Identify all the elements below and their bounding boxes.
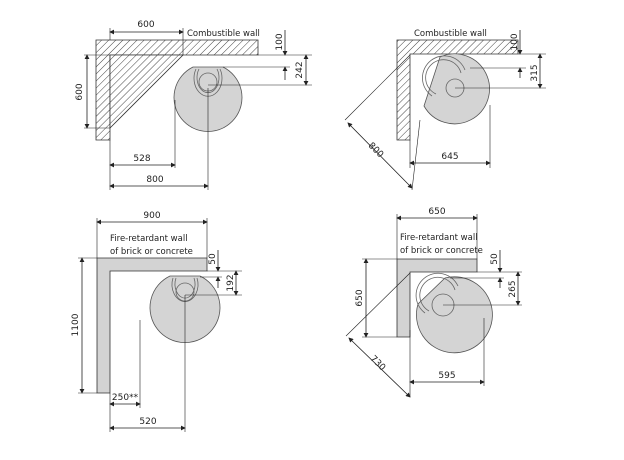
dim-wall-gap: 100 [275,33,285,50]
panel-combustible-wall-corner: Combustible wall 800 645 100 315 [344,29,546,191]
wall-label-line2: of brick or concrete [110,247,193,257]
dim-top: 900 [143,211,160,221]
panel-combustible-wall-straight: 600 Combustible wall 600 100 242 528 800 [75,20,312,190]
dim-bottom-inner: 250** [112,393,139,403]
panel-fire-retardant-wall-corner: 650 Fire-retardant wall of brick or conc… [345,207,522,398]
dim-top: 650 [428,207,445,217]
dim-center-offset: 242 [295,61,305,78]
wall-label-line1: Fire-retardant wall [400,233,478,243]
dim-left: 650 [355,289,365,306]
wall-label: Combustible wall [414,29,487,39]
dim-top: 600 [137,20,154,30]
stove [415,272,493,354]
dim-bottom: 595 [438,371,455,381]
dim-bottom: 645 [441,152,458,162]
dim-wall-gap: 50 [490,253,500,265]
dim-center-offset: 315 [530,64,540,81]
wall-label-line2: of brick or concrete [400,246,483,256]
dim-wall-gap: 100 [510,33,520,50]
protected-triangle-zone [109,54,184,129]
stove [422,53,490,125]
dim-bottom-inner: 528 [133,154,150,164]
dim-left: 600 [75,83,85,100]
panel-fire-retardant-wall-straight: 900 Fire-retardant wall of brick or conc… [71,211,242,432]
dim-wall-gap: 50 [208,253,218,265]
dim-left: 1100 [71,313,81,336]
dim-diagonal: 730 [368,354,387,373]
dim-bottom-outer: 520 [139,417,156,427]
dim-bottom-outer: 800 [146,175,163,185]
wall-label: Combustible wall [187,29,260,39]
dim-center-offset: 192 [226,274,236,291]
wall-label-line1: Fire-retardant wall [110,234,188,244]
dim-center-offset: 265 [508,280,518,297]
